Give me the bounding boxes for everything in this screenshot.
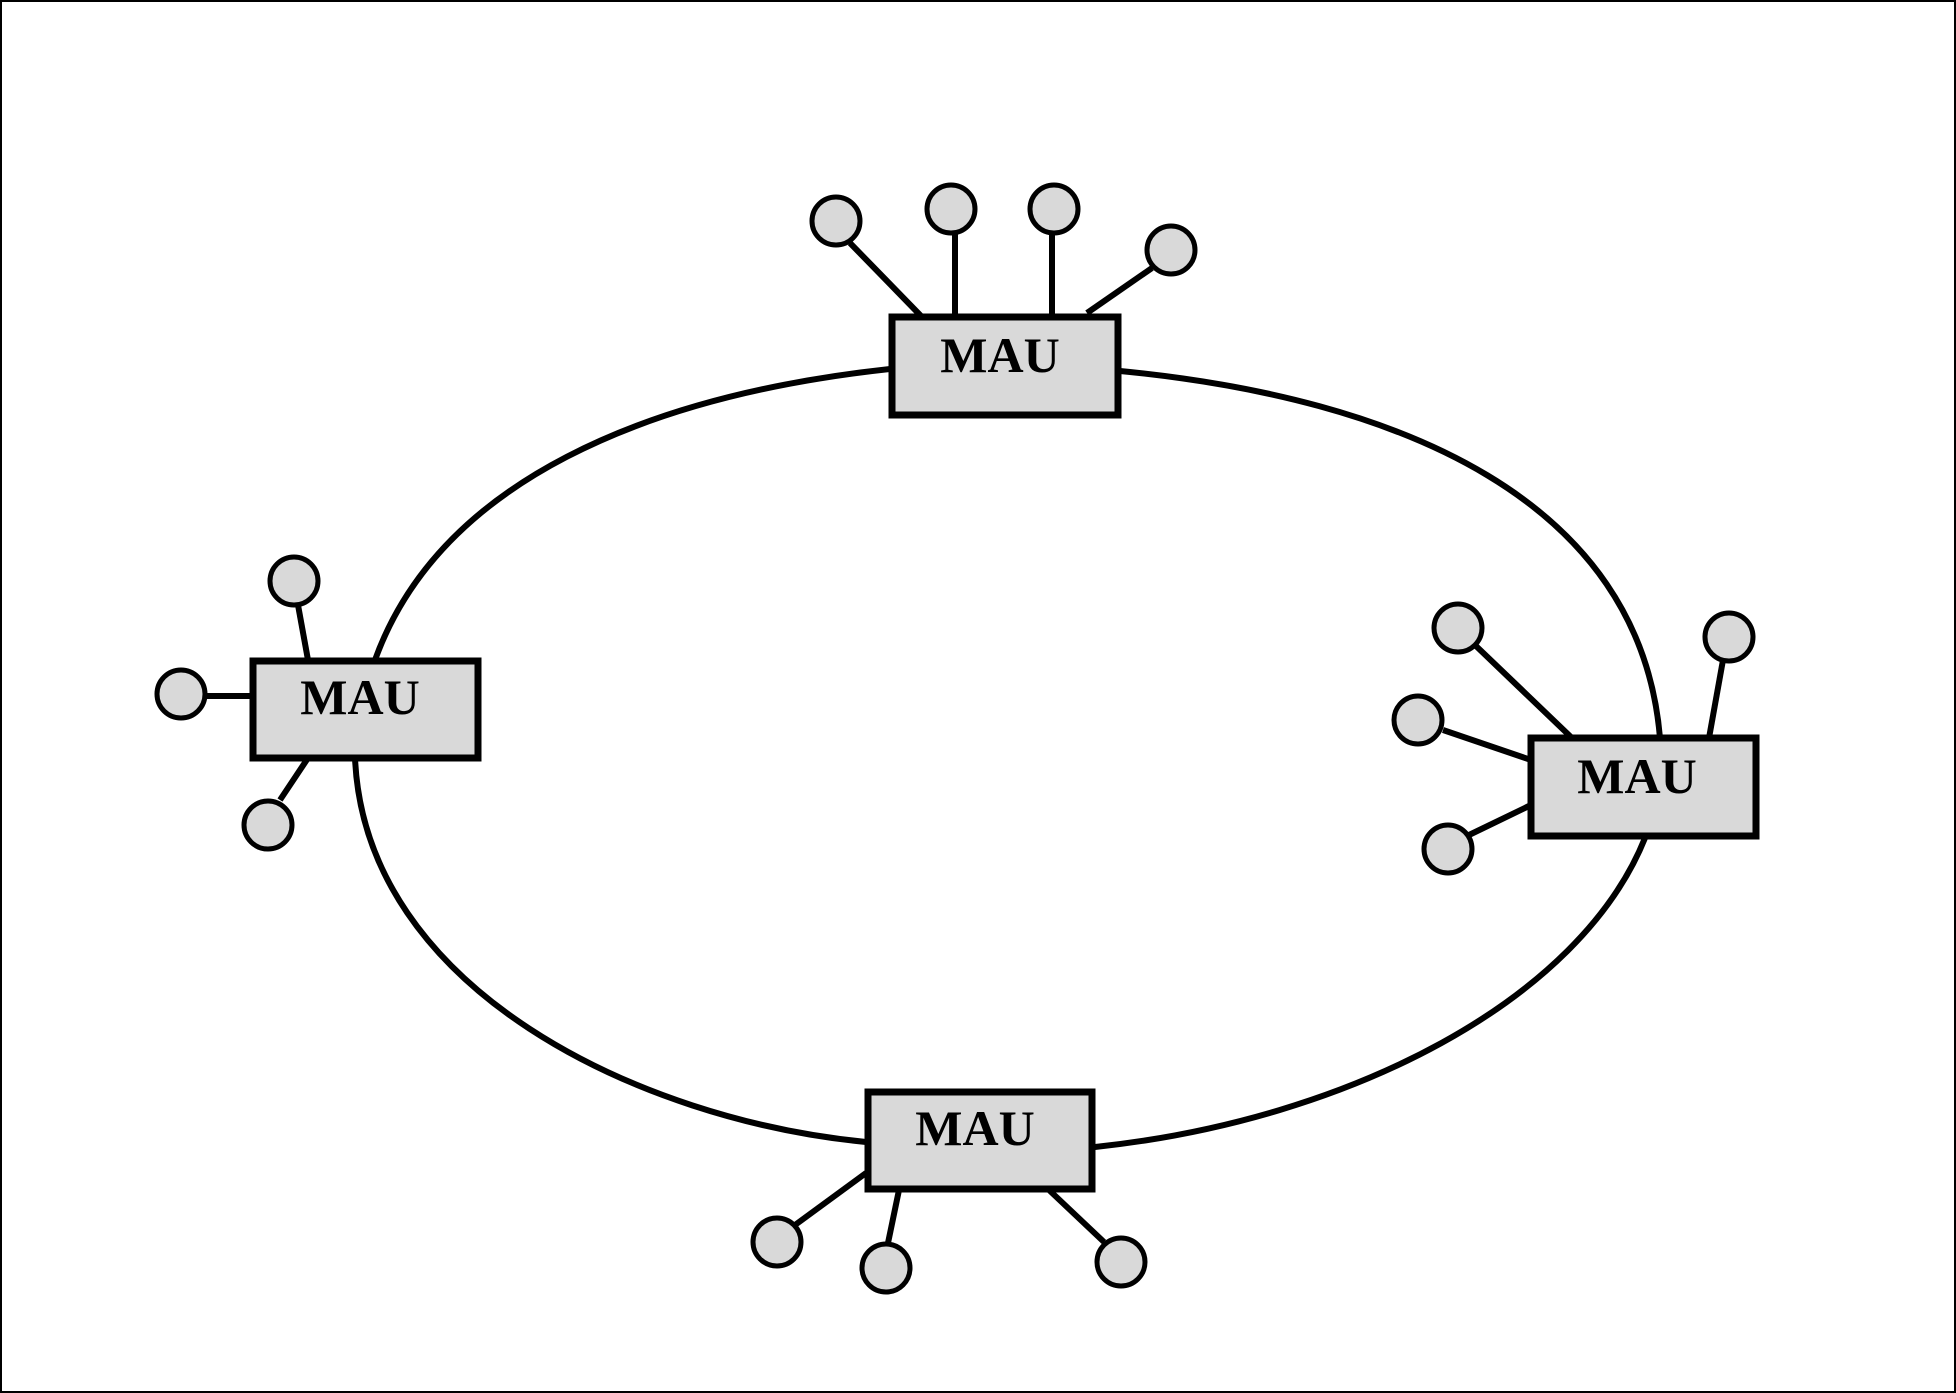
- workstation-node: [1431, 601, 1485, 655]
- workstation-node: [750, 1215, 804, 1269]
- station-link: [277, 756, 311, 802]
- station-link: [1046, 1187, 1107, 1245]
- workstation-node: [1094, 1235, 1148, 1289]
- mau-label-bottom: MAU: [915, 1100, 1034, 1156]
- workstation-node: [267, 554, 321, 608]
- station-link: [1467, 802, 1533, 838]
- station-link: [1473, 643, 1575, 741]
- mau-label-right: MAU: [1577, 748, 1696, 804]
- workstation-node: [154, 667, 208, 721]
- mau-left-group: MAU: [154, 554, 482, 852]
- workstation-node: [1144, 223, 1198, 277]
- mau-box-top: [888, 313, 1122, 419]
- station-link: [1085, 265, 1154, 316]
- workstation-node: [1421, 822, 1475, 876]
- mau-top-group: MAU: [809, 182, 1198, 419]
- station-link: [1706, 659, 1726, 739]
- station-link: [295, 604, 311, 661]
- ring-cable: [352, 366, 1663, 1150]
- workstation-node: [1027, 182, 1081, 236]
- station-link: [847, 240, 925, 320]
- mau-bottom-group: MAU: [750, 1088, 1148, 1295]
- mau-label-left: MAU: [300, 669, 419, 725]
- workstation-node: [1391, 693, 1445, 747]
- station-link: [885, 1189, 902, 1244]
- mau-box-bottom: [864, 1088, 1096, 1193]
- station-link: [793, 1170, 868, 1228]
- station-link: [1442, 727, 1532, 763]
- mau-label-top: MAU: [940, 327, 1059, 383]
- workstation-node: [859, 1241, 913, 1295]
- workstation-node: [809, 194, 863, 248]
- mau-right-group: MAU: [1391, 601, 1760, 876]
- mau-box-left: [249, 657, 482, 762]
- workstation-node: [241, 798, 295, 852]
- workstation-node: [924, 182, 978, 236]
- workstation-node: [1702, 610, 1756, 664]
- mau-box-right: [1527, 734, 1760, 840]
